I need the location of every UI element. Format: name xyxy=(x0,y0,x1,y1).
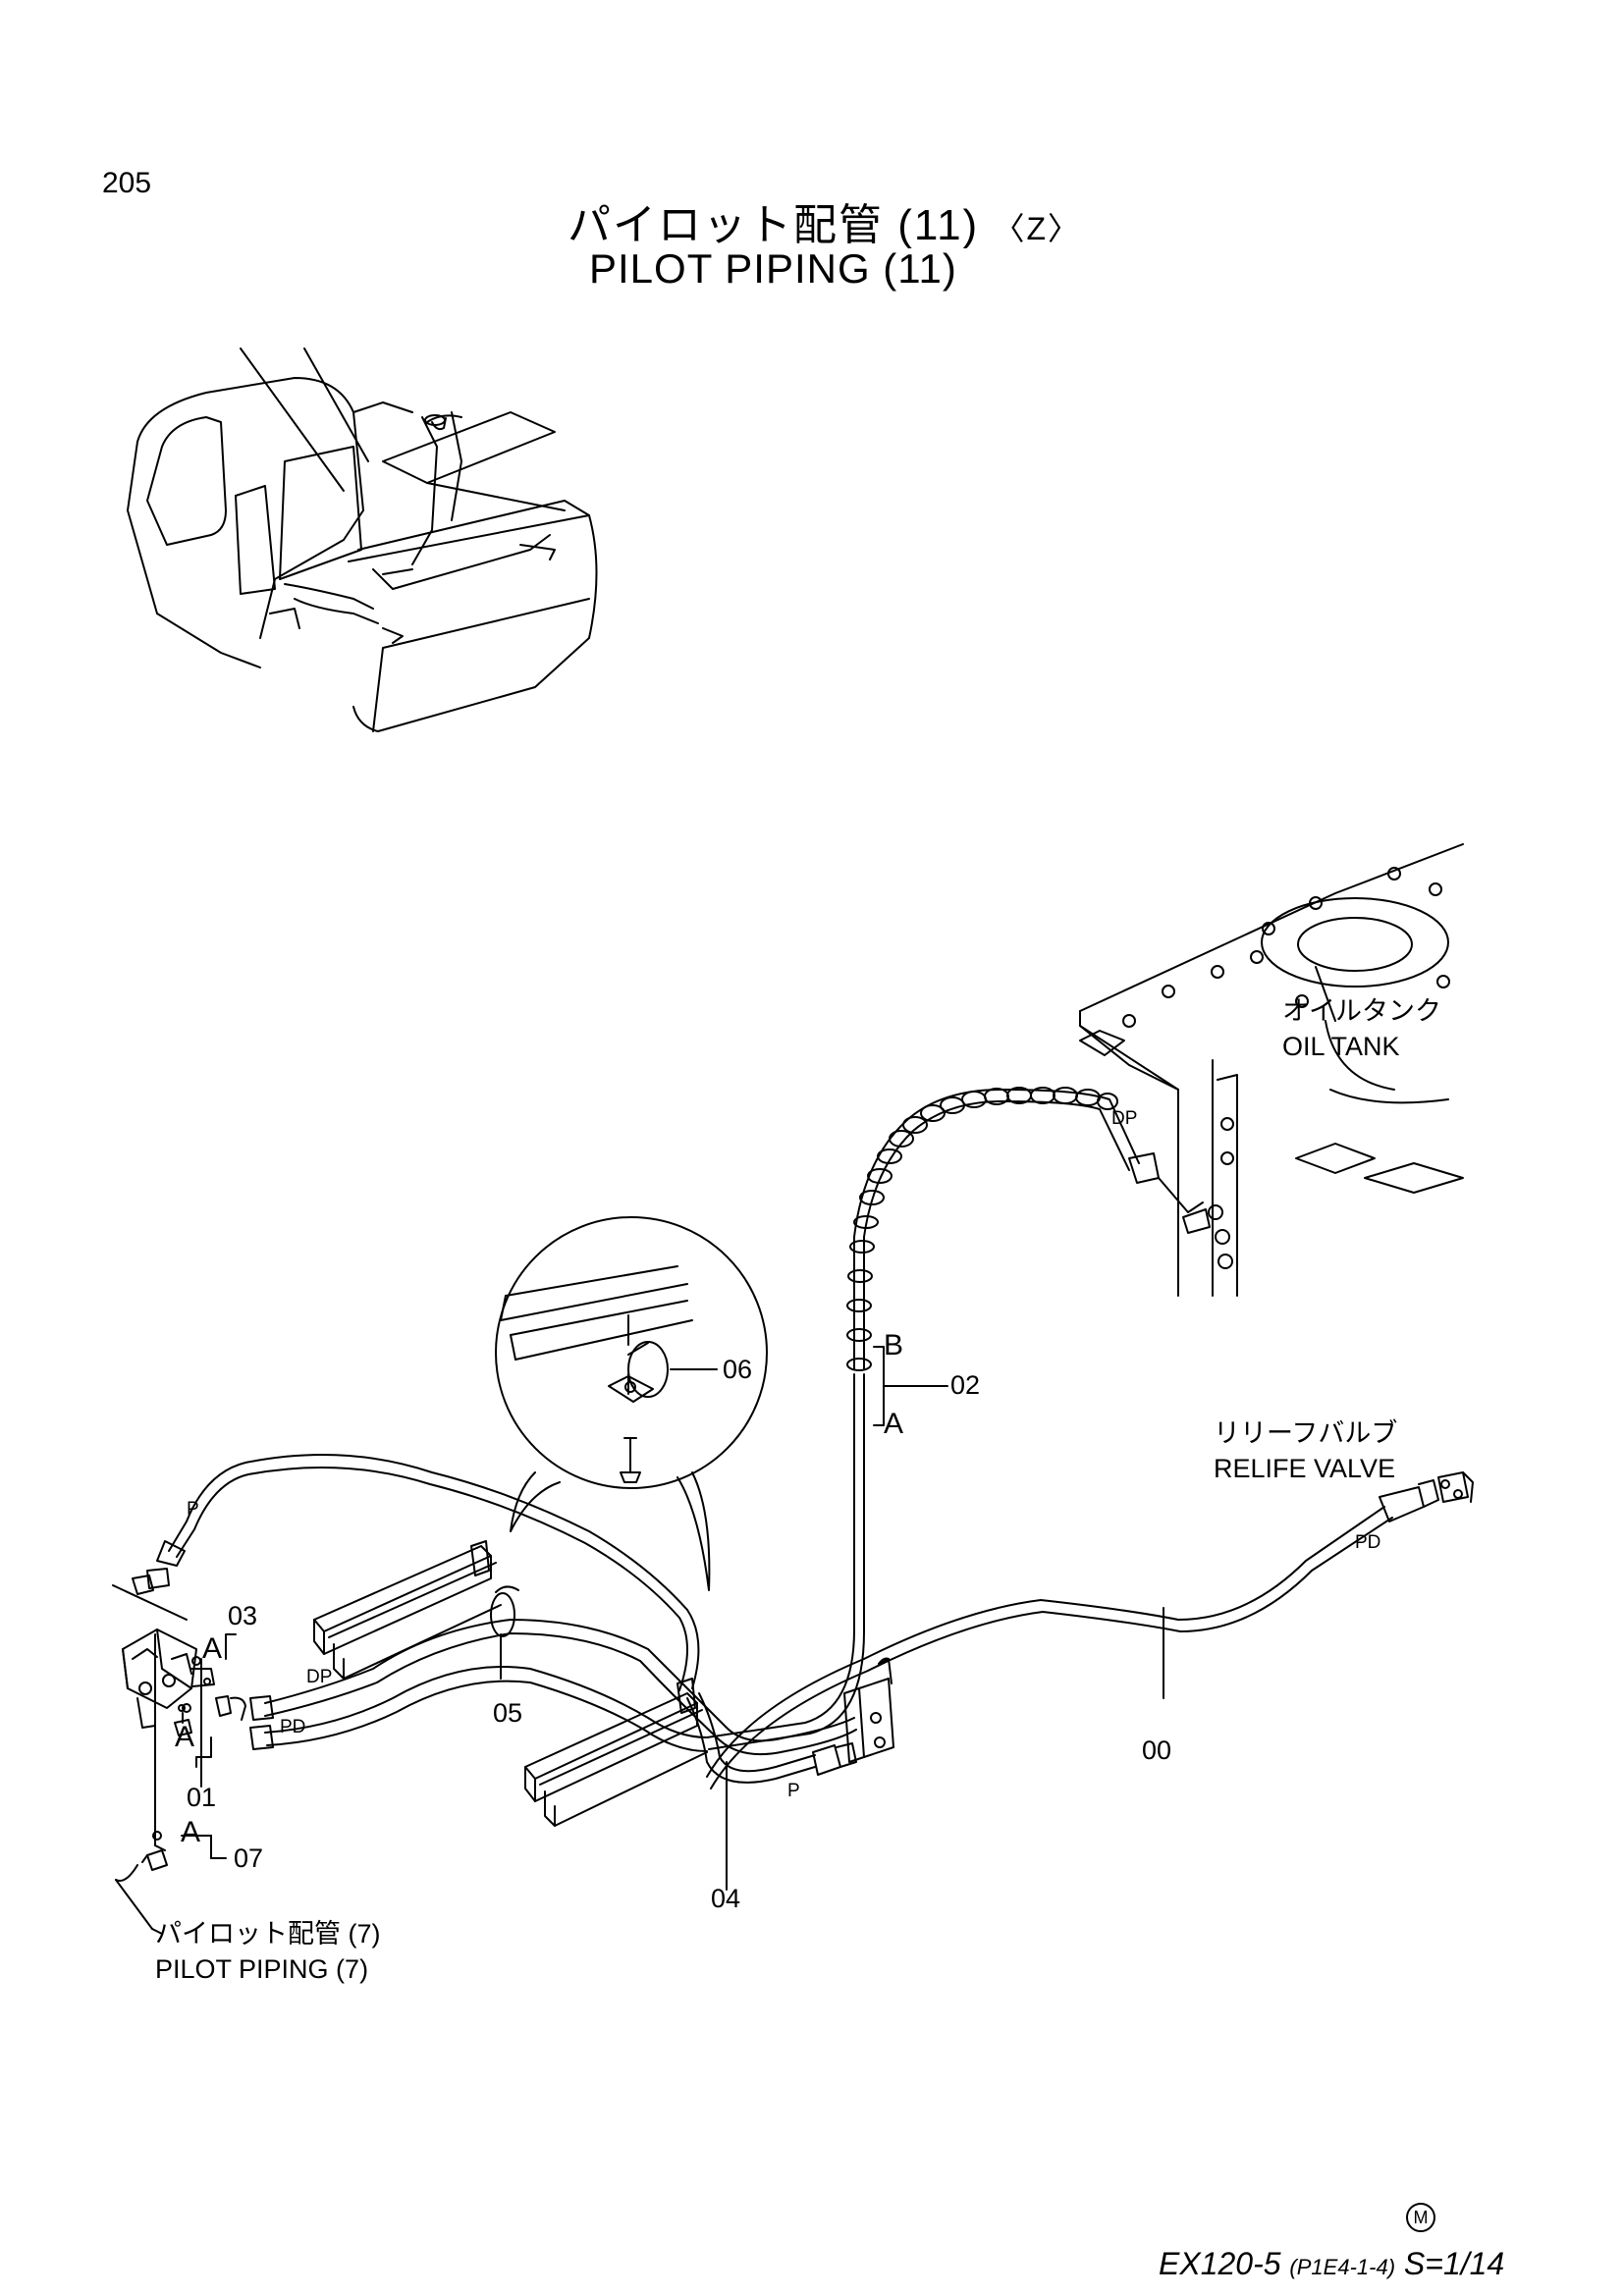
oil-tank-label-en: OIL TANK xyxy=(1282,1032,1400,1061)
manufacturer-mark: M xyxy=(1406,2203,1435,2232)
callout-letter-a-03: A xyxy=(202,1632,223,1665)
part-number-06: 06 xyxy=(723,1355,753,1384)
title-variant: 〈Z〉 xyxy=(993,211,1082,246)
part-number-05: 05 xyxy=(493,1698,523,1728)
page-title-jp: パイロット配管 (11) 〈Z〉 xyxy=(568,189,1081,252)
port-label-dp-left: DP xyxy=(306,1667,333,1687)
part-number-03: 03 xyxy=(228,1601,258,1630)
frame-channels-illustration xyxy=(313,1540,708,1827)
footer-model: EX120-5 xyxy=(1159,2246,1281,2281)
page-title-en: PILOT PIPING (11) xyxy=(589,245,957,292)
excavator-overview-illustration xyxy=(127,347,598,732)
pilot-piping-ref-label-en: PILOT PIPING (7) xyxy=(155,1954,369,1984)
hoses-dp-pd-illustration xyxy=(249,1619,857,1756)
hose-p-upper-illustration xyxy=(132,1454,700,1691)
title-jp-text: パイロット配管 (11) xyxy=(568,201,980,249)
port-label-p-bottom: P xyxy=(787,1781,800,1801)
part-number-07: 07 xyxy=(234,1843,264,1873)
footer-code: (P1E4-1-4) xyxy=(1289,2255,1396,2279)
callout-letter-a-07: A xyxy=(181,1816,201,1848)
port-label-pd-valve: PD xyxy=(1355,1532,1381,1553)
oil-tank-illustration xyxy=(1079,843,1464,1297)
footer-model-info: EX120-5 (P1E4-1-4) S=1/14 xyxy=(1159,2246,1504,2282)
hose-00-illustration xyxy=(706,1471,1474,1789)
port-label-p-left: P xyxy=(187,1499,199,1520)
part-number-01: 01 xyxy=(187,1783,217,1812)
detail-magnifier-illustration xyxy=(495,1216,768,1591)
footer-scale: S=1/14 xyxy=(1403,2246,1505,2281)
part-number-02: 02 xyxy=(950,1370,981,1400)
relief-valve-label-jp: リリーフバルブ xyxy=(1214,1418,1398,1448)
bracket-illustration xyxy=(843,1657,894,1763)
pilot-valve-block-illustration xyxy=(112,1584,246,1736)
port-label-pd-left: PD xyxy=(280,1717,306,1737)
page-number: 205 xyxy=(102,167,152,199)
hose-02-protected-illustration xyxy=(706,1087,1211,1750)
relief-valve-label-en: RELIFE VALVE xyxy=(1214,1454,1396,1483)
callout-leaders xyxy=(115,1346,1164,1935)
callout-letter-a-02: A xyxy=(884,1408,904,1440)
part-number-04: 04 xyxy=(711,1884,741,1913)
part-number-00: 00 xyxy=(1142,1735,1172,1765)
callout-letter-a-01: A xyxy=(175,1721,195,1753)
callout-letter-b-02: B xyxy=(884,1329,904,1362)
pilot-piping-ref-label-jp: パイロット配管 (7) xyxy=(155,1919,381,1949)
oil-tank-label-jp: オイルタンク xyxy=(1282,996,1441,1026)
port-label-dp-tank: DP xyxy=(1111,1108,1138,1129)
